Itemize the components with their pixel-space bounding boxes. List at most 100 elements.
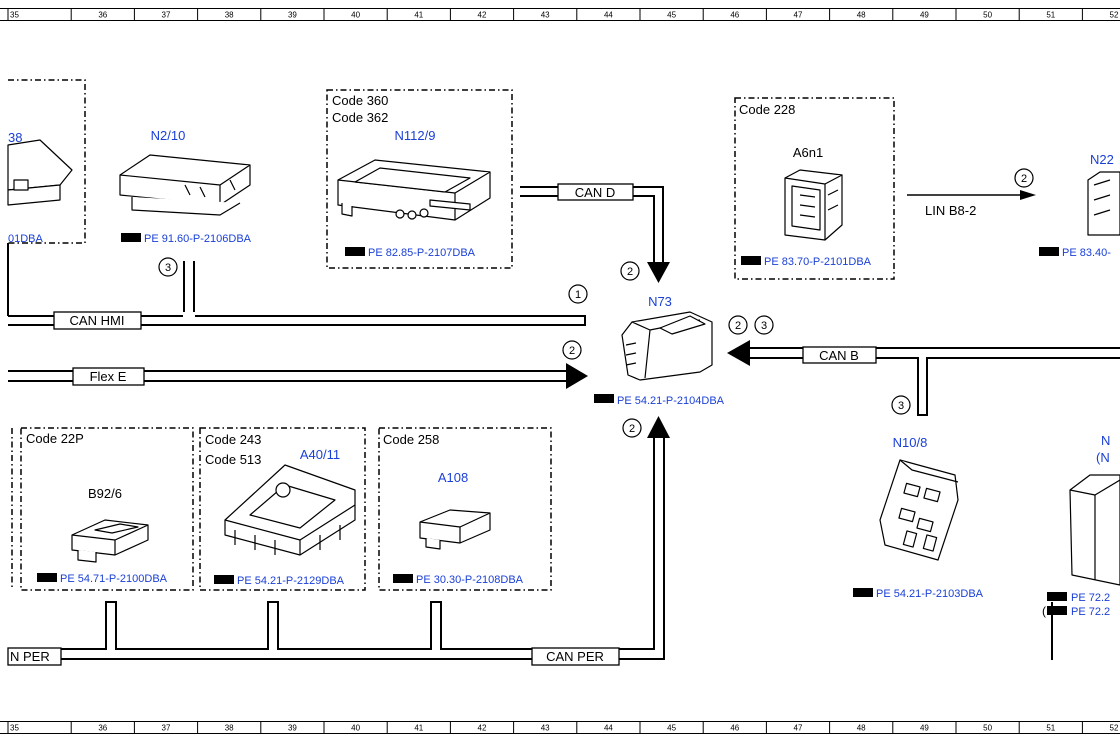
ruler-number: 38	[225, 724, 234, 733]
can-per-bus	[7, 416, 1053, 666]
svg-text:2: 2	[629, 423, 635, 435]
n2-10-module	[119, 154, 251, 216]
b92-6-label: B92/6	[88, 486, 122, 501]
ref-icon	[37, 573, 57, 582]
svg-text:3: 3	[898, 400, 904, 412]
can-d-label: CAN D	[575, 185, 615, 200]
can-per-label: CAN PER	[546, 649, 604, 664]
can-per-partial-label-box	[7, 647, 62, 666]
b92-6-code: Code 22P	[26, 431, 84, 446]
n112-9-module	[337, 159, 491, 221]
ref-icon	[345, 247, 365, 256]
ruler-number: 42	[478, 724, 487, 733]
ref-icon	[121, 233, 141, 242]
ref-icon	[393, 574, 413, 583]
a6n1-label: A6n1	[793, 145, 823, 160]
n112-9-label: N112/9	[395, 128, 436, 143]
ruler-number: 47	[794, 724, 803, 733]
can-d-bus	[520, 183, 670, 283]
can-d-label-box	[557, 183, 634, 201]
ruler-number: 36	[98, 11, 107, 20]
a40-11-label: A40/11	[300, 447, 340, 462]
n112-9-code-1: Code 360	[332, 93, 388, 108]
marker-circle: 1	[568, 284, 588, 304]
n2-10-label: N2/10	[151, 128, 186, 143]
n22-label: N22	[1090, 152, 1114, 167]
ruler-number: 49	[920, 724, 929, 733]
svg-text:1: 1	[575, 289, 581, 301]
ruler-number: 44	[604, 11, 613, 20]
svg-text:2: 2	[627, 266, 633, 278]
ruler-number: 52	[1110, 11, 1119, 20]
n2-10-ref: PE 91.60-P-2106DBA	[144, 233, 252, 245]
a108-module	[419, 509, 491, 550]
ruler-number: 43	[541, 11, 550, 20]
lin-b8-2-link	[907, 190, 1036, 200]
b92-6-module	[71, 519, 149, 563]
ruler-number: 45	[667, 11, 676, 20]
ruler-number: 35	[10, 724, 19, 733]
a108-code: Code 258	[383, 432, 439, 447]
marker-circle: 2	[620, 261, 640, 281]
n73-module	[621, 311, 713, 381]
marker-circle: 3	[158, 257, 178, 277]
ruler-number: 51	[1046, 11, 1055, 20]
can-hmi-label-box	[53, 311, 142, 330]
can-b-label-box	[802, 346, 877, 364]
svg-text:2: 2	[569, 345, 575, 357]
ruler-number: 50	[983, 724, 992, 733]
svg-text:3: 3	[761, 320, 767, 332]
ruler-number: 50	[983, 11, 992, 20]
ruler-number: 38	[225, 11, 234, 20]
ruler-number: 40	[351, 11, 360, 20]
ruler-number: 44	[604, 724, 613, 733]
n-partial-ref-1: PE 72.2	[1071, 592, 1110, 604]
svg-text:3: 3	[165, 262, 171, 274]
can-per-label-box	[531, 647, 620, 666]
group-box-a40-11	[199, 427, 366, 591]
n22-ref: PE 83.40-	[1062, 247, 1111, 259]
ruler-number: 52	[1110, 724, 1119, 733]
a108-ref: PE 30.30-P-2108DBA	[416, 574, 524, 586]
lin-b8-2-label: LIN B8-2	[925, 203, 976, 218]
marker-circle: 3	[754, 315, 774, 335]
ruler-number: 35	[10, 11, 19, 20]
a6n1-module	[784, 169, 843, 241]
marker-circle: 3	[891, 395, 911, 415]
ruler-number: 36	[98, 724, 107, 733]
flex-e-label-box	[72, 367, 145, 386]
ruler-number: 42	[478, 11, 487, 20]
b92-6-ref: PE 54.71-P-2100DBA	[60, 573, 168, 585]
marker-circle: 2	[562, 340, 582, 360]
ref-icon	[741, 256, 761, 265]
n-partial-label-2: (N	[1096, 450, 1110, 465]
ruler-number: 48	[857, 11, 866, 20]
ref-icon	[214, 575, 234, 584]
n112-9-ref: PE 82.85-P-2107DBA	[368, 247, 476, 259]
ruler-number: 37	[162, 724, 171, 733]
a40-11-ref: PE 54.21-P-2129DBA	[237, 575, 345, 587]
a6n1-code: Code 228	[739, 102, 795, 117]
svg-text:2: 2	[1021, 173, 1027, 185]
group-box-n112-9	[326, 89, 513, 269]
marker-circle: 2	[622, 418, 642, 438]
marker-circle: 2	[728, 315, 748, 335]
group-box-b92-6	[20, 427, 194, 591]
ruler-number: 45	[667, 724, 676, 733]
n10-8-label: N10/8	[893, 435, 928, 450]
can-per-partial-label: N PER	[10, 649, 50, 664]
partial-left-label: 38	[8, 130, 22, 145]
ref-icon	[1039, 247, 1059, 256]
ruler-number: 40	[351, 724, 360, 733]
ruler-number: 43	[541, 724, 550, 733]
ruler-number: 41	[414, 11, 423, 20]
a40-11-code-2: Code 513	[205, 452, 261, 467]
n-partial-paren: (	[1042, 604, 1046, 618]
partial-left-ref: 01DBA	[8, 233, 44, 245]
marker-circle: 2	[1014, 168, 1034, 188]
group-box-a6n1	[734, 97, 895, 280]
ruler-number: 48	[857, 724, 866, 733]
